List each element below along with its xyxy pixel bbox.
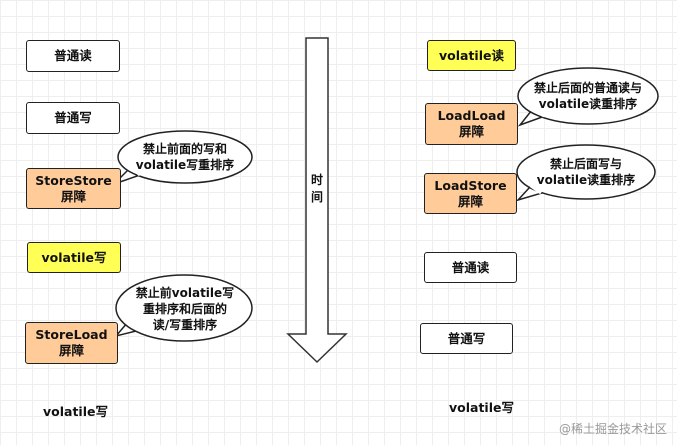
right-bubble-1-line1: 禁止后面的普通读与 [533, 81, 642, 95]
left-bubble-1-line2: volatile写重排序 [135, 158, 235, 172]
time-char-2: 间 [310, 190, 323, 204]
left-bubble-2-line3: 读/写重排序 [152, 318, 218, 332]
right-bubble-1-line2: volatile读重排序 [538, 97, 638, 111]
right-bubble-2-line2: volatile读重排序 [536, 173, 636, 187]
storestore-barrier-box: StoreStore 屏障 [26, 168, 121, 209]
left-normal-write-box: 普通写 [26, 102, 120, 134]
loadload-barrier-box: LoadLoad 屏障 [425, 103, 518, 145]
time-char-1: 时 [310, 173, 323, 187]
time-label: 时 间 [309, 172, 325, 206]
left-normal-read-box: 普通读 [26, 40, 120, 72]
right-normal-read-label: 普通读 [451, 259, 490, 275]
storestore-label-line1: StoreStore [35, 172, 112, 188]
right-bottom-label: volatile写 [449, 400, 514, 415]
right-volatile-read-label: volatile读 [439, 47, 504, 63]
left-normal-write-label: 普通写 [54, 110, 92, 125]
loadstore-label-line2: 屏障 [457, 193, 483, 209]
left-normal-read-label: 普通读 [54, 48, 92, 63]
loadstore-barrier-box: LoadStore 屏障 [424, 173, 517, 214]
right-bubble-2-text: 禁止后面写与 volatile读重排序 [518, 154, 654, 190]
left-bubble-2-line1: 禁止前volatile写 [135, 286, 235, 300]
loadload-label-line2: 屏障 [458, 124, 484, 139]
loadload-label-line1: LoadLoad [437, 108, 506, 123]
left-bubble-2-shape [113, 274, 253, 342]
right-bubble-1-text: 禁止后面的普通读与 volatile读重排序 [520, 78, 656, 114]
left-bubble-1-text: 禁止前面的写和 volatile写重排序 [120, 138, 250, 176]
storeload-barrier-box: StoreLoad 屏障 [25, 322, 118, 364]
storeload-label-line1: StoreLoad [35, 327, 108, 342]
left-volatile-write-label: volatile写 [41, 249, 107, 265]
loadstore-label-line1: LoadStore [434, 177, 507, 193]
left-volatile-write-box: volatile写 [27, 242, 121, 273]
right-bubble-1-shape [517, 67, 659, 127]
left-bubble-2-line2: 重排序和后面的 [142, 302, 227, 316]
right-volatile-read-box: volatile读 [427, 40, 516, 71]
left-bubble-1-shape [113, 130, 253, 185]
right-bubble-2-shape [515, 144, 656, 202]
storestore-label-line2: 屏障 [60, 188, 86, 204]
time-arrow [286, 37, 348, 364]
left-bubble-2-text: 禁止前volatile写 重排序和后面的 读/写重排序 [118, 282, 252, 336]
right-normal-read-box: 普通读 [424, 252, 517, 283]
left-bubble-1-line1: 禁止前面的写和 [142, 142, 227, 156]
right-normal-write-label: 普通写 [447, 330, 486, 346]
right-normal-write-box: 普通写 [420, 323, 513, 354]
right-bubble-2-line1: 禁止后面写与 [549, 157, 622, 171]
watermark: @稀土掘金技术社区 [558, 422, 667, 436]
left-bottom-label: volatile写 [43, 404, 108, 419]
storeload-label-line2: 屏障 [58, 343, 84, 358]
